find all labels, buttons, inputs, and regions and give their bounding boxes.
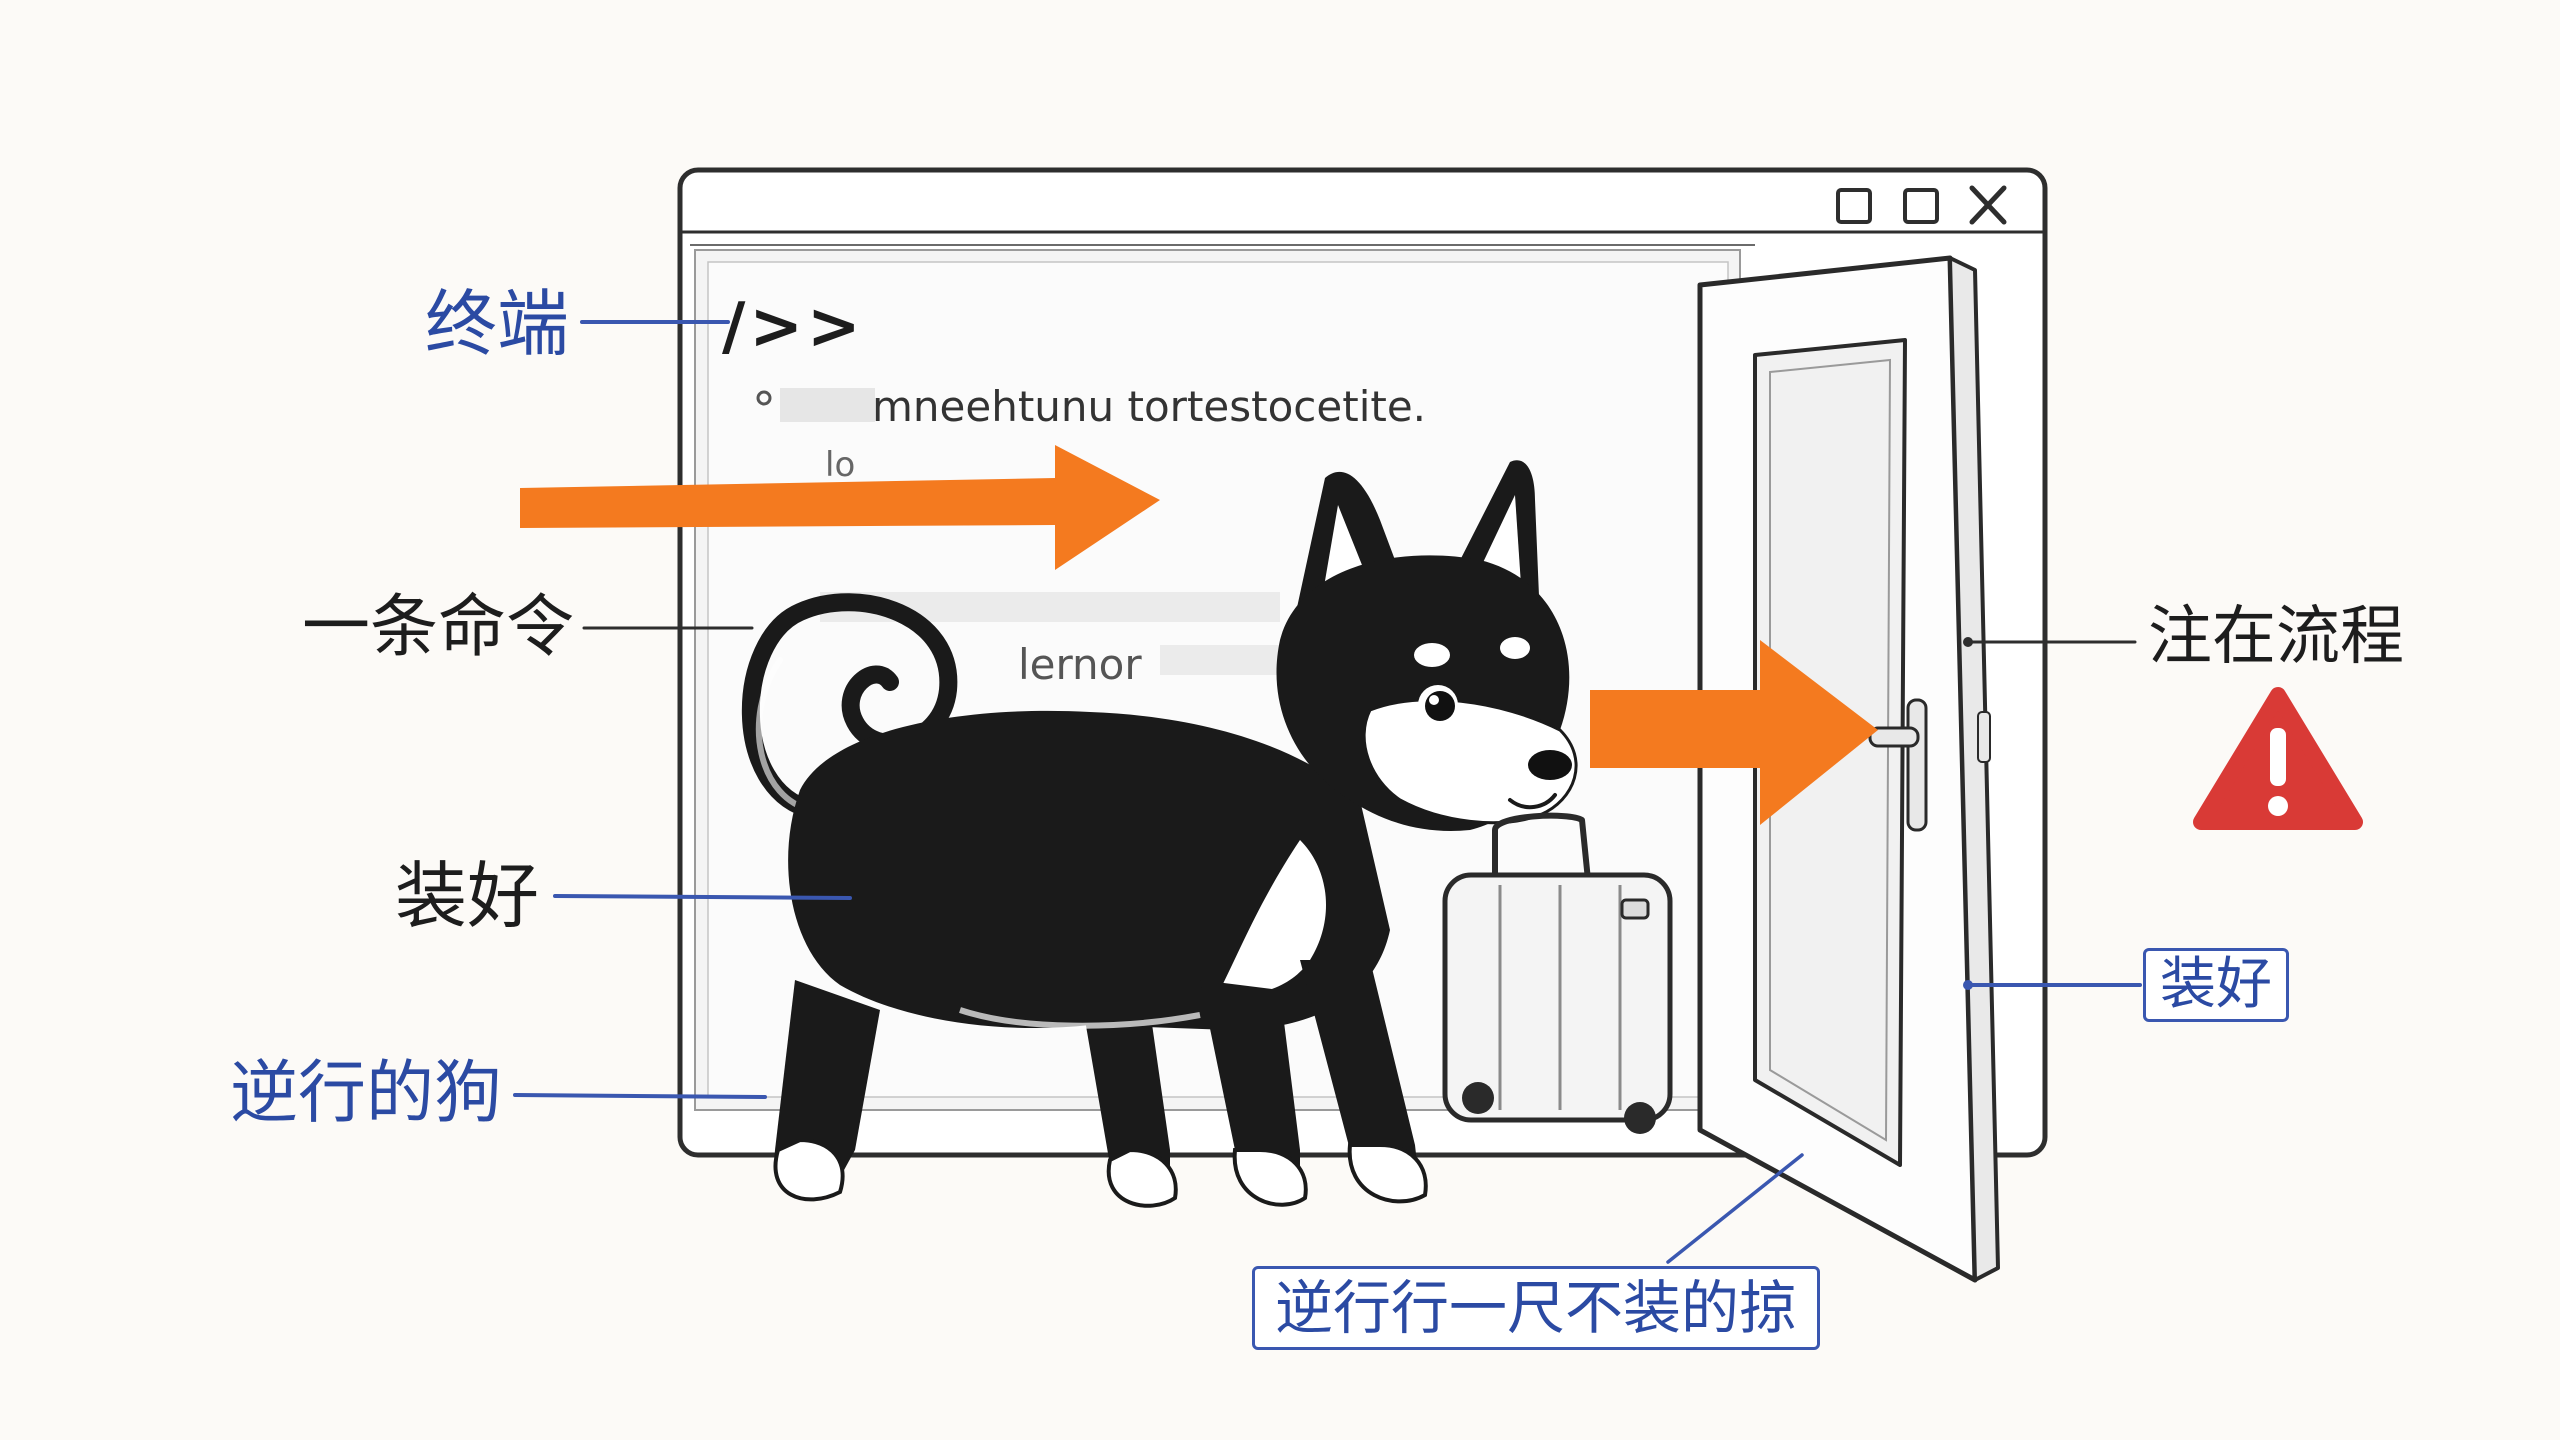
leader-lines (513, 320, 2142, 1264)
close-icon[interactable] (1969, 185, 2007, 225)
maximize-icon[interactable] (1903, 188, 1939, 224)
redacted-block (780, 388, 875, 422)
terminal-line: lo (825, 445, 856, 485)
dog-illustration (741, 460, 1578, 1208)
warning-icon (2193, 687, 2363, 830)
arrow-icon (520, 445, 1160, 570)
door-icon (1697, 255, 2000, 1283)
label-terminal: 终端 (425, 282, 570, 366)
minimize-icon[interactable] (1836, 188, 1872, 224)
label-right-bottom: 装好 (2143, 948, 2289, 1022)
label-right-top: 注在流程 (2148, 600, 2404, 674)
terminal-prompt: />> (722, 290, 865, 364)
label-packed: 装好 (395, 854, 540, 938)
terminal-line: mneehtunu tortestocetite. (872, 382, 1427, 431)
label-one-command: 一条命令 (302, 588, 575, 667)
suitcase-icon (1442, 812, 1673, 1134)
bullet-dot (756, 390, 772, 406)
redacted-block (1160, 645, 1290, 675)
label-running-dog: 逆行的狗 (230, 1054, 503, 1133)
arrow-icon (1590, 640, 1878, 825)
label-bottom-box: 逆行行一尺不装的掠 (1252, 1266, 1821, 1350)
terminal-line: lernor (1018, 640, 1142, 689)
